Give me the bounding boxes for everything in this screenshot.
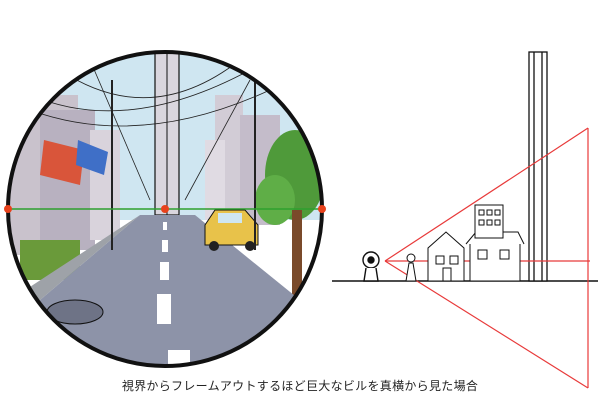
mid-rise-building — [474, 204, 504, 239]
vanishing-point-marker — [161, 205, 169, 213]
taxi — [204, 209, 259, 251]
side-view-diagram — [332, 51, 598, 389]
caption: 視界からフレームアウトするほど巨大なビルを真横から見た場合 — [121, 379, 479, 393]
tall-skyscraper — [528, 51, 548, 282]
sight-lines — [384, 127, 590, 389]
horizon-left-marker — [4, 205, 12, 213]
horizon-right-marker — [318, 205, 326, 213]
left-buildings — [8, 95, 120, 280]
street-view-lens — [8, 52, 322, 366]
observer-eye-icon — [362, 251, 380, 282]
person-icon — [405, 253, 417, 282]
lane-markings — [157, 222, 190, 366]
houses — [427, 231, 525, 282]
road — [20, 215, 300, 366]
